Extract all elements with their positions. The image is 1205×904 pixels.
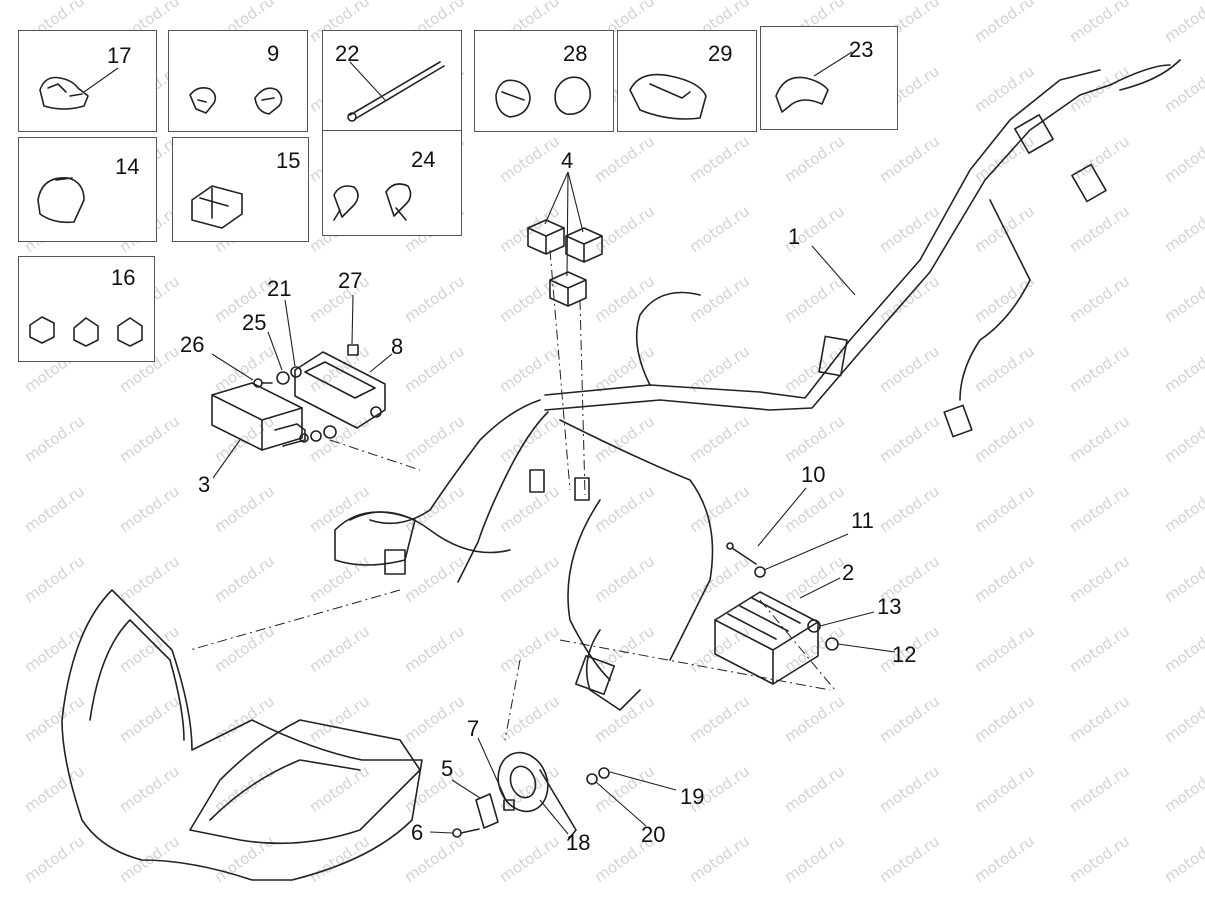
leader-26 <box>211 353 254 381</box>
clip-14-icon <box>37 177 85 224</box>
callout-10: 10 <box>801 462 826 487</box>
dashed-guide-d <box>189 589 401 651</box>
screw-6-icon <box>452 828 480 838</box>
leader-11 <box>763 533 849 571</box>
callout-27: 27 <box>338 268 363 293</box>
callout-3: 3 <box>198 472 211 497</box>
callout-21: 21 <box>267 276 292 301</box>
clip-28-icon <box>495 76 592 118</box>
callout-7: 7 <box>467 716 480 741</box>
ecu-box-icon <box>211 382 306 451</box>
leader-3 <box>212 439 241 479</box>
dashed-guide-a <box>549 249 571 491</box>
callout-18: 18 <box>566 830 591 855</box>
inset-box-28: 28 <box>474 30 614 132</box>
leader-27 <box>351 294 354 345</box>
screw-26-icon <box>253 378 273 388</box>
nut-27-icon <box>347 344 359 356</box>
clip-9-icon <box>189 87 283 115</box>
callout-13: 13 <box>877 594 902 619</box>
part-number-24: 24 <box>411 147 436 172</box>
dashed-guide-c <box>329 439 421 471</box>
connector-15-icon <box>191 185 243 229</box>
inset-box-15: 15 <box>172 137 309 242</box>
leader-20 <box>595 781 647 827</box>
nut-7-icon <box>503 799 515 811</box>
headlight-fairing-icon <box>61 589 423 881</box>
part-number-29: 29 <box>708 41 733 66</box>
part-number-28: 28 <box>563 41 588 66</box>
callout-19: 19 <box>680 784 705 809</box>
callout-5: 5 <box>441 756 454 781</box>
callout-8: 8 <box>391 334 404 359</box>
leader-18 <box>539 799 569 835</box>
callout-12: 12 <box>892 642 917 667</box>
cable-tie-22-icon <box>347 61 445 122</box>
leader-25 <box>267 331 283 371</box>
part-number-23: 23 <box>849 37 874 62</box>
leader-22 <box>349 61 386 101</box>
inset-box-24: 24 <box>322 130 462 236</box>
bracket-8-icon <box>294 351 386 429</box>
leader-10 <box>757 487 807 547</box>
screw-set-icon <box>299 406 382 443</box>
inset-box-23: 23 <box>760 26 898 130</box>
part-number-9: 9 <box>267 41 280 66</box>
bolt-10-icon <box>726 542 757 565</box>
callout-2: 2 <box>842 560 855 585</box>
washer-20-icon <box>586 773 598 785</box>
clip-23-icon <box>775 76 829 113</box>
part-number-17: 17 <box>107 43 132 68</box>
leader-7 <box>477 737 507 801</box>
dashed-guide-e <box>504 659 521 741</box>
dashed-guide-f <box>559 639 831 691</box>
washer-21-icon <box>290 366 302 378</box>
leader-5 <box>451 779 481 799</box>
clip-29-icon <box>629 73 707 120</box>
leader-13 <box>819 611 875 627</box>
leader-6 <box>429 831 454 834</box>
leader-1 <box>811 245 856 296</box>
leader-2 <box>799 577 841 599</box>
inset-box-17: 17 <box>18 30 157 132</box>
nut-12-icon <box>825 637 839 651</box>
inset-box-22: 22 <box>322 30 462 132</box>
washer-25-icon <box>276 371 290 385</box>
relay-4-icon <box>527 219 603 307</box>
part-number-16: 16 <box>111 265 136 290</box>
horn-18-icon <box>497 751 577 841</box>
main-harness-icon <box>334 59 1181 711</box>
callout-6: 6 <box>411 820 424 845</box>
dashed-guide-g <box>759 599 836 691</box>
clip-17-icon <box>39 76 89 110</box>
leader-12 <box>837 643 896 653</box>
leader-23 <box>813 51 853 77</box>
callout-26: 26 <box>180 332 205 357</box>
bolt-19-icon <box>598 767 610 779</box>
clip-16-icon <box>29 316 143 347</box>
leader-21 <box>284 299 296 367</box>
callout-20: 20 <box>641 822 666 847</box>
dashed-guide-b <box>579 299 586 496</box>
leader-17 <box>83 67 119 93</box>
callout-25: 25 <box>242 310 267 335</box>
inset-box-9: 9 <box>168 30 308 132</box>
part-number-14: 14 <box>115 154 140 179</box>
clip-24-icon <box>333 183 412 221</box>
washer-11-icon <box>754 566 766 578</box>
leader-8 <box>369 353 393 373</box>
callout-4: 4 <box>561 148 574 173</box>
callout-11: 11 <box>851 508 874 533</box>
leader-19 <box>609 771 677 791</box>
regulator-2-icon <box>714 591 819 685</box>
part-number-15: 15 <box>276 148 301 173</box>
callout-1: 1 <box>788 224 801 249</box>
leader-4 <box>544 171 584 277</box>
part-number-22: 22 <box>335 41 360 66</box>
bracket-5-icon <box>475 793 499 829</box>
